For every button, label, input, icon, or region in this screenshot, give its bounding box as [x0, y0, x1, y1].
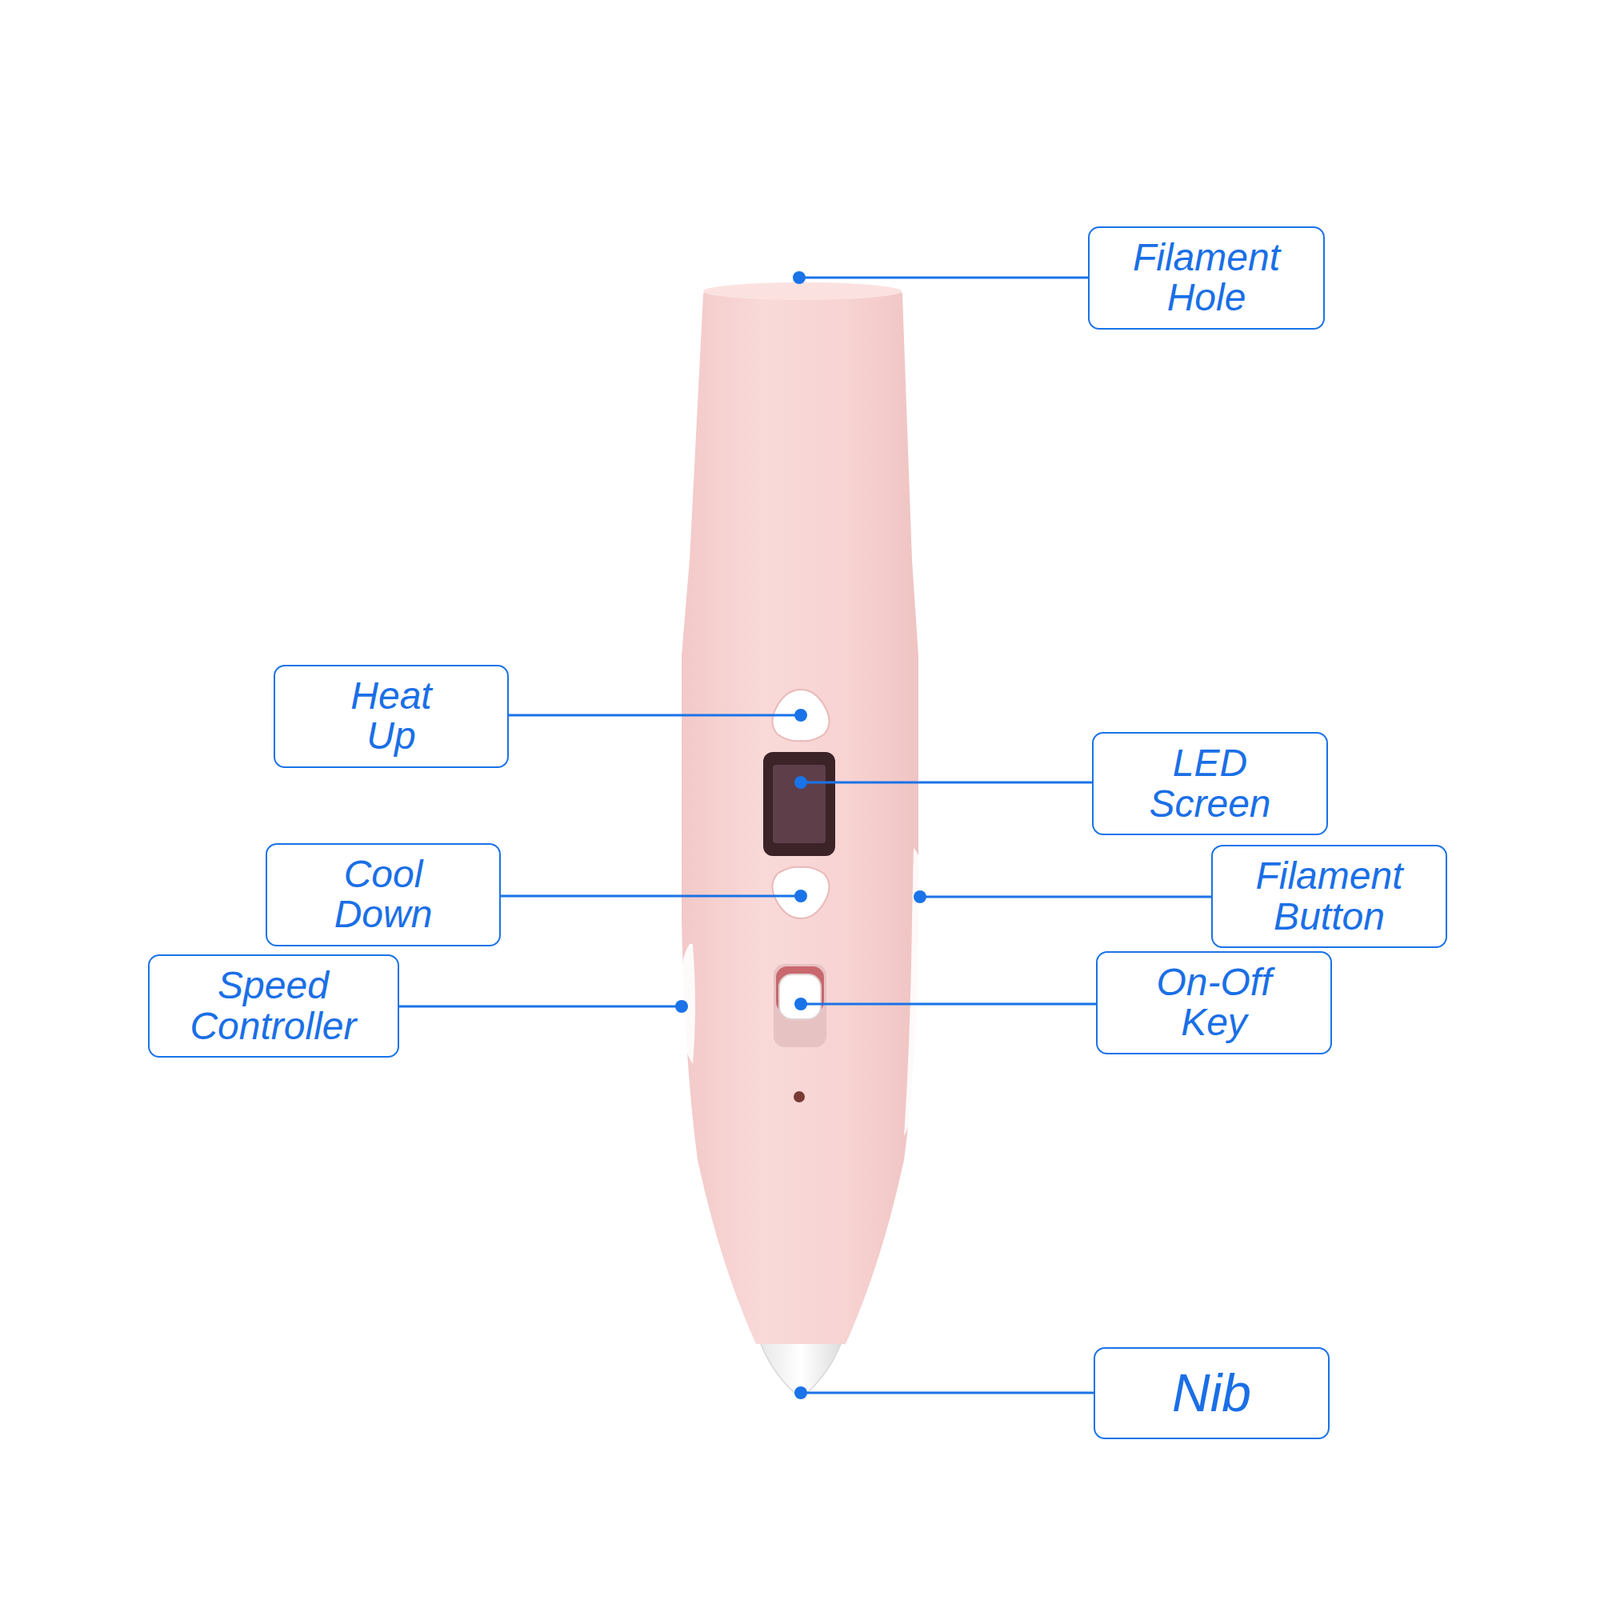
callout-box: Heat Up: [273, 664, 509, 768]
callout-text-holder: Filament Button: [1233, 856, 1426, 937]
leader-dot: [794, 889, 808, 903]
callout-box: Speed Controller: [148, 954, 400, 1058]
led-display: [772, 764, 826, 844]
callout-label: Heat Up: [335, 676, 448, 757]
callout-label: Filament Hole: [1110, 237, 1303, 319]
leader-dot: [794, 776, 808, 789]
callout-text-holder: Heat Up: [335, 676, 448, 757]
cool-down-button: [772, 867, 829, 919]
callout-text-holder: Filament Hole: [1110, 237, 1303, 319]
leader-line: [500, 895, 801, 898]
callout-label: On-Off Key: [1134, 962, 1295, 1044]
leader-line: [508, 714, 801, 717]
leader-dot: [913, 890, 927, 904]
leader-line: [399, 1005, 683, 1008]
callout-label: Filament Button: [1233, 856, 1426, 937]
callout-label: Speed Controller: [165, 965, 382, 1047]
leader-line: [799, 276, 1088, 280]
leader-line: [800, 1392, 1094, 1395]
switch-slot: [773, 964, 827, 1048]
leader-dot: [675, 1000, 688, 1013]
callout-box: Cool Down: [265, 843, 501, 947]
callout-label: Nib: [1172, 1365, 1252, 1421]
callout-text-holder: LED Screen: [1130, 743, 1291, 824]
callout-box: Filament Hole: [1088, 226, 1325, 330]
callout-text-holder: On-Off Key: [1134, 962, 1295, 1044]
callout-text-holder: Speed Controller: [165, 965, 382, 1047]
pen-body: [681, 282, 919, 1344]
leader-dot: [794, 1386, 808, 1400]
callout-box: On-Off Key: [1096, 951, 1332, 1055]
leader-line: [920, 896, 1212, 899]
on-off-button: [779, 974, 821, 1020]
callout-text-holder: Cool Down: [311, 854, 456, 936]
callout-box: Filament Button: [1211, 844, 1448, 948]
led-screen: [763, 752, 836, 856]
leader-dot: [792, 271, 806, 284]
pen-hole: [793, 1091, 805, 1103]
pen-top: [703, 282, 902, 300]
callout-box: Nib: [1093, 1347, 1330, 1440]
leader-dot: [794, 997, 808, 1011]
leader-line: [800, 781, 1092, 784]
callout-box: LED Screen: [1092, 732, 1328, 836]
callout-text-holder: Nib: [1172, 1365, 1252, 1421]
callout-label: Cool Down: [311, 854, 456, 936]
callout-label: LED Screen: [1130, 743, 1291, 824]
leader-dot: [794, 708, 808, 722]
leader-line: [800, 1003, 1096, 1006]
